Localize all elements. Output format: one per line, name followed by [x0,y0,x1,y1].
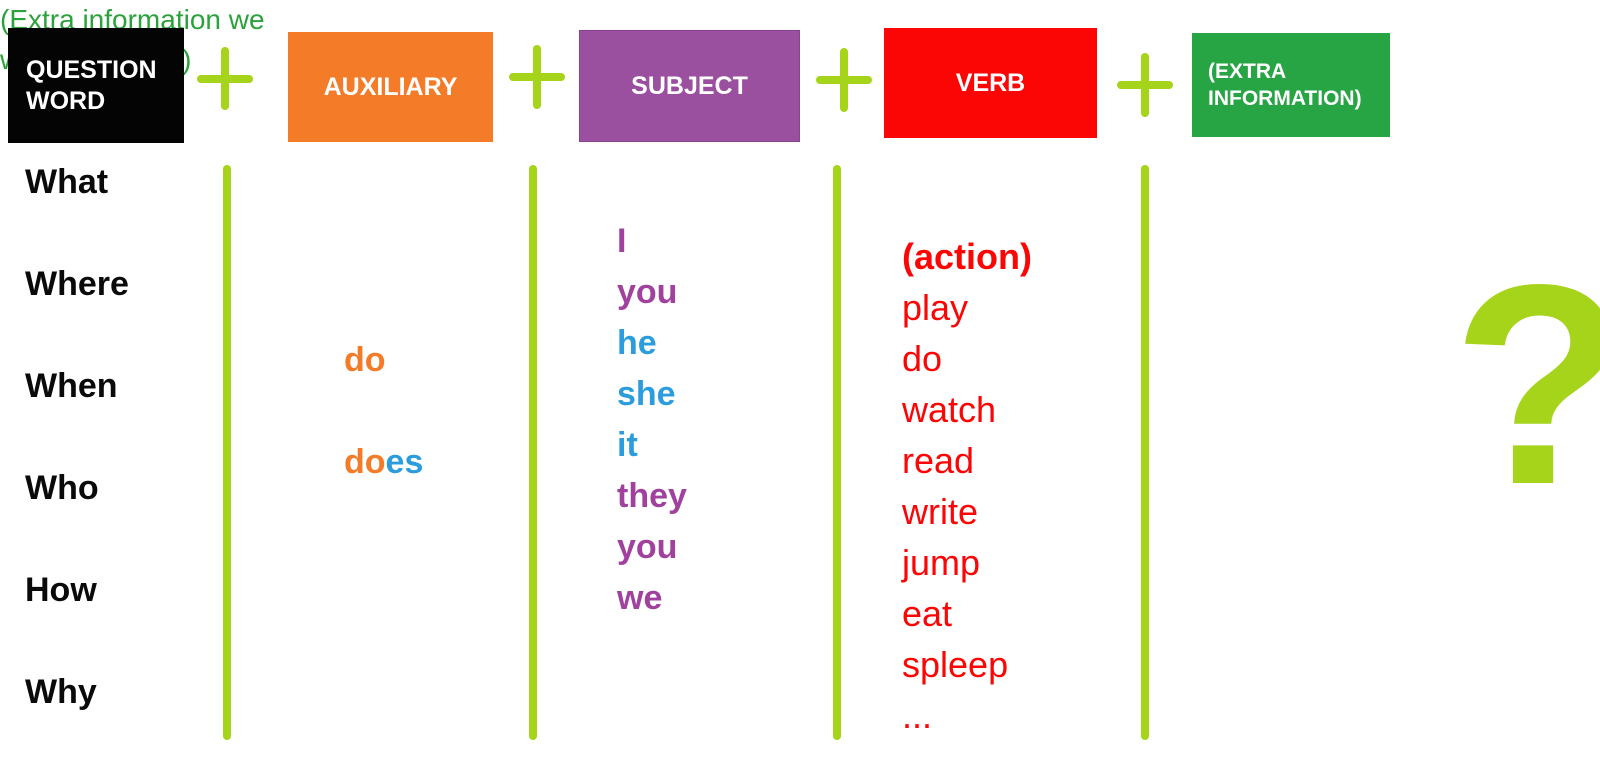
subject-word-item: we [617,579,663,617]
column-separator-line [223,165,231,740]
column-separator-line [529,165,537,740]
subject-word-item: you [617,273,678,311]
verb-word-item: eat [902,593,953,634]
question-word-item: When [25,367,118,405]
question-word-item: What [25,163,109,201]
question-mark: ? [1452,243,1600,528]
auxiliary-word-item: do [344,341,386,379]
column-separator-line [833,165,841,740]
subject-word-item: you [617,528,678,566]
verb-word-item: do [902,338,943,379]
plus-icon [1117,53,1173,117]
auxiliary-word-item: does [344,438,423,486]
plus-icon [816,48,872,112]
subject-word-item: he [617,324,657,362]
subject-word-item: she [617,375,676,413]
header-box-auxiliary-label: AUXILIARY [323,72,458,101]
header-box-auxiliary: AUXILIARY [288,32,493,142]
header-box-question-word: QUESTION WORD [8,28,184,143]
header-box-verb: VERB [884,28,1097,138]
plus-icon [197,47,253,110]
verb-word-item: spleep [902,644,1009,685]
verb-word-item: jump [902,542,981,583]
column-separator-line [1141,165,1149,740]
header-box-subject: SUBJECT [579,30,800,142]
verb-word-item: play [902,287,969,328]
header-box-extra-information: (EXTRA INFORMATION) [1192,33,1390,137]
verb-word-item: write [902,491,979,532]
subject-word-item: it [617,426,638,464]
question-word-item: How [25,571,97,609]
auxiliary-word-item-part: es [385,443,424,481]
verb-words-list: (action) play do watch read write jump eat splee… [902,231,1032,741]
verb-word-item: (action) [902,236,1032,277]
auxiliary-word-item-part: do [344,443,386,481]
header-box-verb-label: VERB [955,68,1026,97]
verb-word-item: ... [902,695,933,736]
plus-icon [509,45,565,109]
verb-word-item: read [902,440,975,481]
header-box-subject-label: SUBJECT [631,71,748,100]
subject-word-item: they [617,477,687,515]
header-box-extra-information-label: (EXTRA INFORMATION) [1208,60,1362,110]
question-word-item: Why [25,673,97,711]
question-word-item: Who [25,469,99,507]
question-word-item: Where [25,265,129,303]
verb-word-item: watch [902,389,997,430]
header-box-question-word-label: QUESTION WORD [26,55,157,115]
subject-word-item: I [617,222,627,260]
